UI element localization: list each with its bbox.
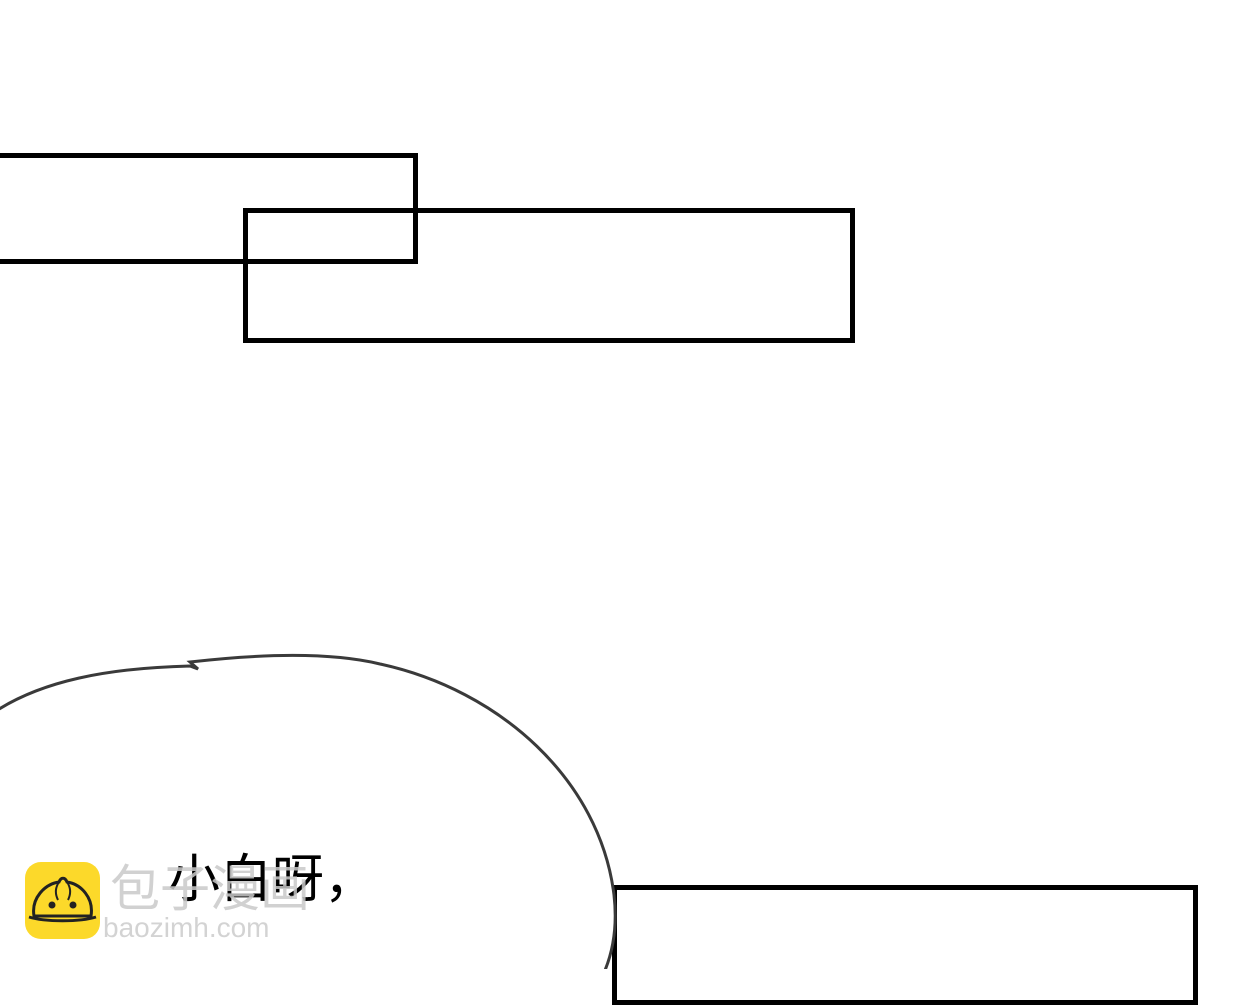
panel-frame-top-center bbox=[243, 208, 855, 343]
speech-bubble bbox=[0, 654, 617, 969]
watermark-url: baozimh.com bbox=[103, 912, 270, 943]
steamed-bun-icon bbox=[25, 862, 100, 939]
dialogue-text: 小白呀， bbox=[168, 850, 377, 910]
watermark-site-name: 包子漫画 bbox=[110, 860, 310, 918]
